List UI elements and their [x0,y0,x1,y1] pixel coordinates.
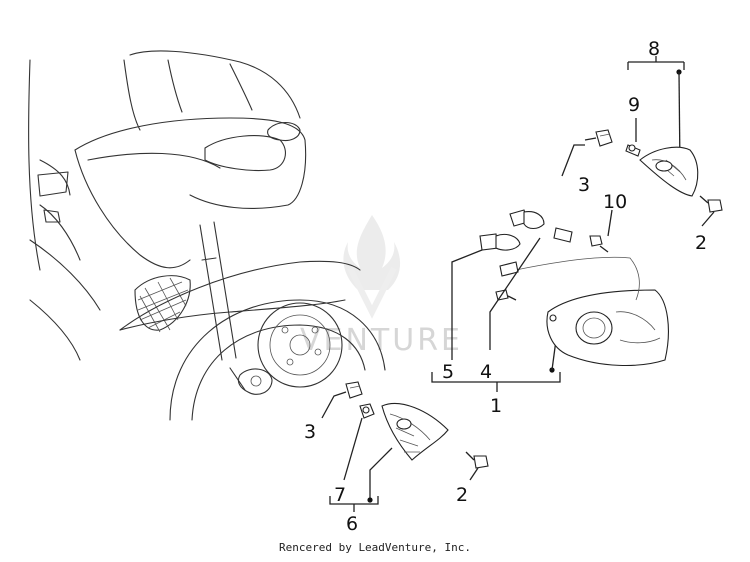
callout-9: 9 [628,94,640,116]
turn-signal-bulb-right [625,144,641,157]
screw-lower [465,451,489,469]
screw-upper [699,195,723,213]
turn-signal-right-group [561,56,723,227]
watermark: VENTURE [300,215,460,358]
headlight-bulb-main [479,233,521,251]
turn-signal-lens-left [381,402,449,461]
clip-nut-upper [584,129,613,147]
callout-6: 6 [346,513,358,535]
headlight-housing [546,289,669,367]
callout-10: 10 [603,191,627,213]
turn-signal-lens-right [639,146,699,197]
callout-7: 7 [334,484,346,506]
callout-3-upper: 3 [578,174,590,196]
headlight-bulb-high [509,209,545,230]
headlight-group [431,209,669,392]
scooter-illustration [28,50,386,421]
turn-signal-left-group [321,381,489,512]
flame-logo-icon [343,215,401,319]
turn-signal-bulb-left [359,403,375,419]
render-credit: Rencered by LeadVenture, Inc. [278,541,472,554]
clip-nut-lower [345,381,363,399]
position-bulb-upper [553,227,573,243]
callout-1: 1 [490,395,502,417]
callout-3-lower: 3 [304,421,316,443]
callout-8: 8 [648,38,660,60]
callout-4: 4 [480,361,492,383]
callout-5: 5 [442,361,454,383]
headlight-screw-top [589,235,603,247]
callout-numbers: 8 9 3 10 2 5 4 1 3 2 7 6 [304,38,707,535]
position-bulb-lower [499,261,519,277]
callout-2-upper: 2 [695,232,707,254]
callout-2-lower: 2 [456,484,468,506]
